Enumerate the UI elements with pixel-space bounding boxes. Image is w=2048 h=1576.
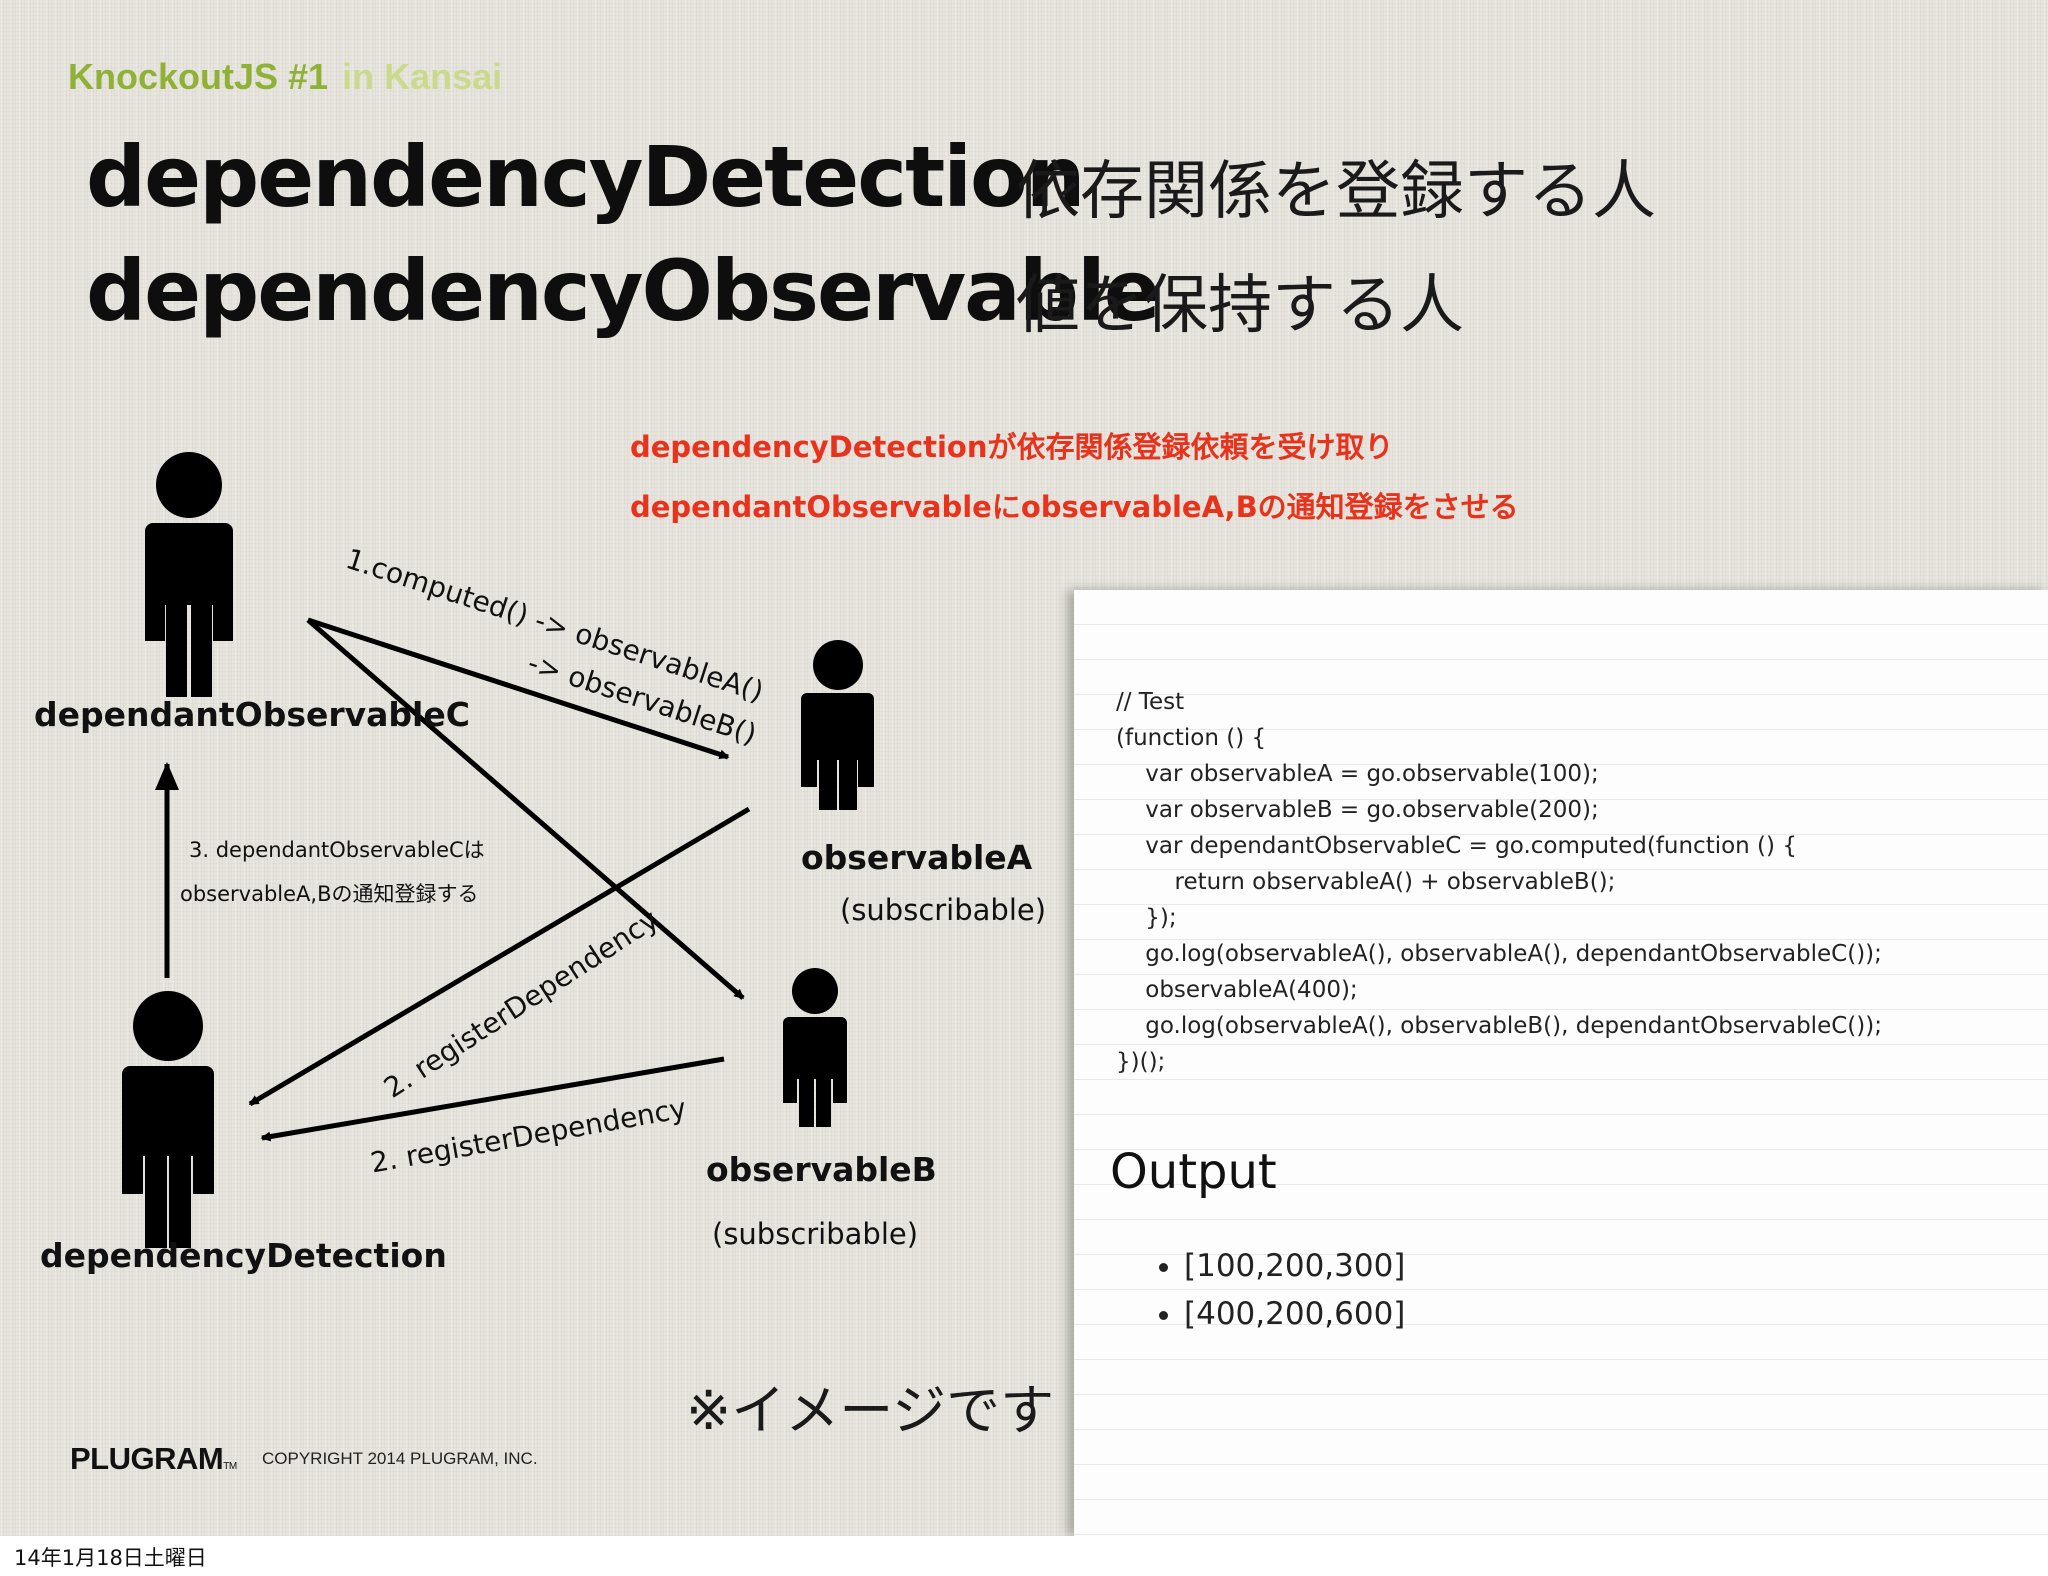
arrow-label-step3-line2: observableA,Bの通知登録する [180, 882, 479, 906]
label-dependency-detection: dependencyDetection [40, 1236, 447, 1275]
output-heading: Output [1110, 1144, 1277, 1200]
logo-trademark: TM [223, 1461, 237, 1472]
code-line: var observableA = go.observable(100); [1116, 761, 1599, 787]
title-detection-description: 依存関係を登録する人 [1016, 155, 1656, 229]
title-observable: dependencyObservable [86, 242, 1161, 340]
code-line: })(); [1116, 1049, 1166, 1075]
arrow-register-from-a [248, 806, 751, 1107]
code-line: go.log(observableA(), observableA(), dep… [1116, 941, 1882, 967]
event-name: KnockoutJS #1 [68, 56, 329, 97]
label-dependant-observable-c: dependantObservableC [34, 695, 470, 734]
arrow-computed-to-b [306, 618, 745, 1000]
output-list: [100,200,300][400,200,600] [1154, 1242, 1405, 1338]
arrow-label-step3-line1: 3. dependantObservableCは [189, 838, 485, 862]
plugram-logo: PLUGRAMTM [70, 1441, 237, 1477]
label-observable-b: observableB [706, 1150, 937, 1189]
arrow-computed-to-a [307, 617, 730, 760]
person-icon-observable-a [801, 640, 874, 810]
output-item: [400,200,600] [1184, 1290, 1405, 1338]
code-line: go.log(observableA(), observableB(), dep… [1116, 1013, 1882, 1039]
person-icon-dependant-observable-c [145, 452, 233, 697]
red-note-1: dependencyDetectionが依存関係登録依頼を受け取り [630, 430, 1394, 464]
code-line: (function () { [1116, 725, 1267, 751]
title-detection: dependencyDetection [86, 128, 1086, 226]
event-title: KnockoutJS #1 in Kansai [68, 56, 502, 98]
slide: KnockoutJS #1 in Kansai dependencyDetecti… [0, 0, 2048, 1536]
code-line: // Test [1116, 689, 1185, 715]
logo-text: PLUGRAM [70, 1441, 224, 1476]
title-observable-description: 値を保持する人 [1016, 269, 1464, 343]
code-line: }); [1116, 905, 1177, 931]
label-observable-b-subscribable: (subscribable) [712, 1217, 919, 1251]
code-line: var dependantObservableC = go.computed(f… [1116, 833, 1797, 859]
code-line: observableA(400); [1116, 977, 1358, 1003]
arrow-register-from-b [260, 1056, 725, 1142]
code-line: return observableA() + observableB(); [1116, 869, 1616, 895]
label-observable-a-subscribable: (subscribable) [840, 893, 1047, 927]
code-block: // Test (function () { var observableA = … [1116, 684, 1882, 1080]
copyright: COPYRIGHT 2014 PLUGRAM, INC. [262, 1449, 538, 1468]
code-output-panel: // Test (function () { var observableA = … [1074, 590, 2048, 1536]
image-note: ※イメージです [686, 1379, 1055, 1442]
label-observable-a: observableA [801, 838, 1033, 877]
red-note-2: dependantObservableにobservableA,Bの通知登録をさ… [630, 490, 1519, 524]
date-footer: 14年1月18日土曜日 [14, 1546, 207, 1570]
code-line: var observableB = go.observable(200); [1116, 797, 1599, 823]
person-icon-dependency-detection [122, 991, 214, 1248]
diagram [122, 452, 874, 1248]
person-icon-observable-b [783, 968, 847, 1127]
output-item: [100,200,300] [1184, 1242, 1405, 1290]
event-subtitle: in Kansai [342, 56, 503, 97]
